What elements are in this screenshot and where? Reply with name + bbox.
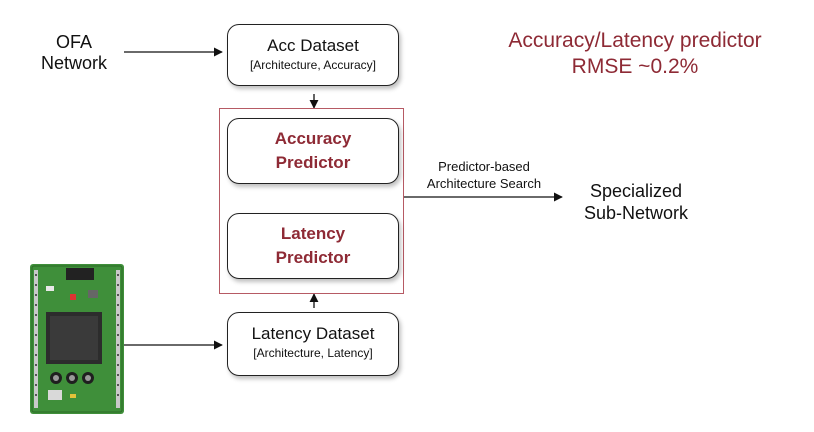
acc-dataset-title: Acc Dataset bbox=[267, 36, 359, 55]
search-label-line2: Architecture Search bbox=[426, 176, 542, 191]
latency-predictor-box: Latency Predictor bbox=[227, 213, 399, 279]
ofa-network-label: OFA Network bbox=[34, 32, 114, 74]
latency-predictor-line2: Predictor bbox=[275, 248, 351, 267]
accuracy-predictor-line1: Accuracy bbox=[274, 129, 352, 148]
accuracy-predictor-box: Accuracy Predictor bbox=[227, 118, 399, 184]
latency-predictor-line1: Latency bbox=[280, 224, 346, 243]
ofa-label-line2: Network bbox=[40, 53, 107, 73]
fpga-board-icon bbox=[30, 264, 124, 414]
output-line1: Specialized bbox=[589, 181, 683, 201]
headline: Accuracy/Latency predictor RMSE ~0.2% bbox=[470, 28, 800, 80]
headline-line1: Accuracy/Latency predictor bbox=[508, 29, 762, 52]
output-line2: Sub-Network bbox=[583, 203, 689, 223]
search-label: Predictor-based Architecture Search bbox=[404, 158, 564, 192]
headline-line2: RMSE ~0.2% bbox=[571, 55, 699, 78]
search-label-line1: Predictor-based bbox=[438, 159, 530, 174]
predictor-frame bbox=[219, 108, 404, 294]
acc-dataset-subtitle: [Architecture, Accuracy] bbox=[249, 58, 377, 72]
latency-dataset-title: Latency Dataset bbox=[251, 324, 375, 343]
specialized-subnetwork-label: Specialized Sub-Network bbox=[566, 180, 706, 224]
ofa-label-line1: OFA bbox=[55, 32, 92, 52]
latency-dataset-subtitle: [Architecture, Latency] bbox=[253, 346, 373, 360]
accuracy-predictor-line2: Predictor bbox=[275, 153, 351, 172]
acc-dataset-box: Acc Dataset [Architecture, Accuracy] bbox=[227, 24, 399, 86]
latency-dataset-box: Latency Dataset [Architecture, Latency] bbox=[227, 312, 399, 376]
